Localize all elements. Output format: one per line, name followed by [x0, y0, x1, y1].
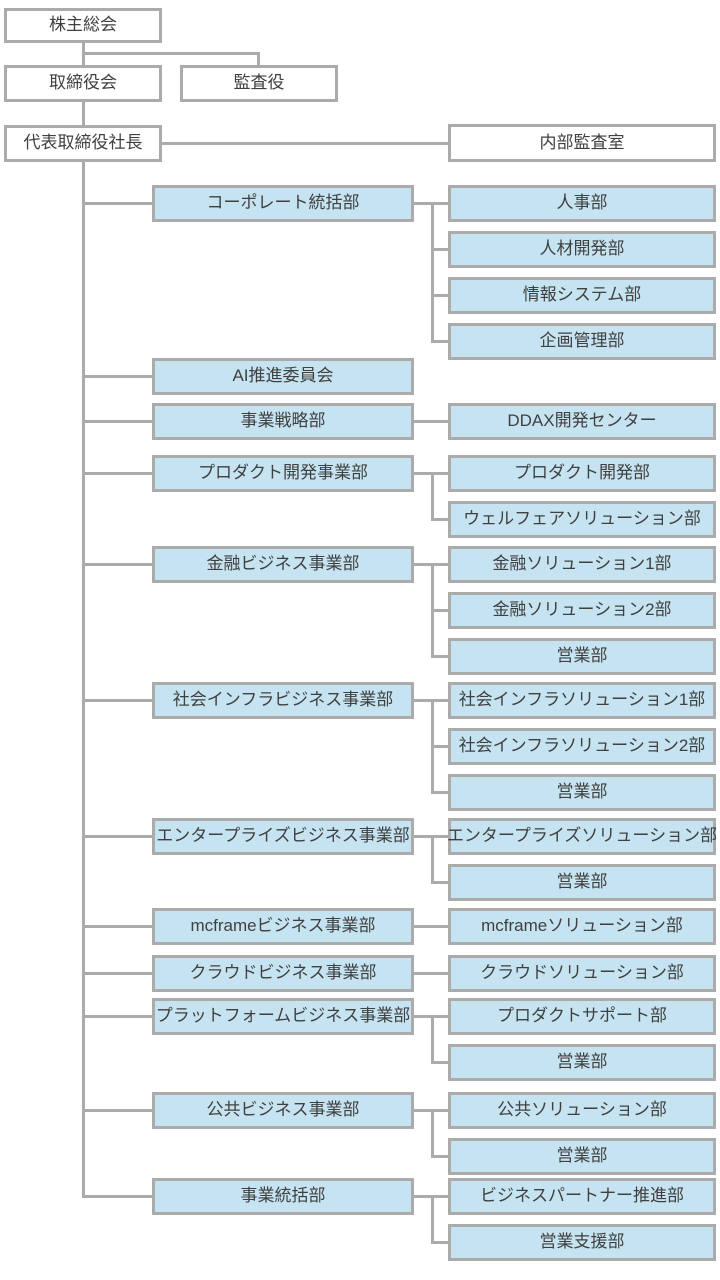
department-box: 営業部 [448, 1044, 716, 1081]
connector-line [162, 142, 448, 145]
connector-line [82, 925, 152, 928]
department-box: エンタープライズソリューション部 [447, 818, 717, 855]
connector-line [431, 791, 448, 794]
division-box: AI推進委員会 [152, 358, 414, 395]
department-box: 公共ソリューション部 [448, 1092, 716, 1129]
node-corporate-auditor: 監査役 [180, 65, 338, 102]
trunk-line [82, 162, 85, 1198]
connector-line [82, 472, 152, 475]
connector-line [431, 1061, 448, 1064]
division-box: 社会インフラビジネス事業部 [152, 682, 414, 719]
connector-line [82, 1195, 152, 1198]
connector-line [82, 1015, 152, 1018]
connector-line [431, 248, 448, 251]
division-box: 金融ビジネス事業部 [152, 546, 414, 583]
connector-line [414, 972, 448, 975]
department-box: プロダクトサポート部 [448, 998, 716, 1035]
connector-line [431, 340, 448, 343]
connector-line [82, 1109, 152, 1112]
department-box: 営業部 [448, 638, 716, 675]
department-box: 営業支援部 [448, 1224, 716, 1261]
connector-line [431, 1241, 448, 1244]
division-box: プロダクト開発事業部 [152, 455, 414, 492]
connector-line [431, 294, 448, 297]
connector-line [431, 835, 434, 884]
department-box: クラウドソリューション部 [448, 955, 716, 992]
connector-line [431, 1155, 448, 1158]
connector-line [82, 972, 152, 975]
department-box: 金融ソリューション2部 [448, 592, 716, 629]
department-box: ウェルフェアソリューション部 [448, 501, 716, 538]
department-box: 情報システム部 [448, 277, 716, 314]
division-box: プラットフォームビジネス事業部 [152, 998, 414, 1035]
connector-line [431, 1195, 434, 1244]
connector-line [82, 835, 152, 838]
connector-line [257, 52, 260, 65]
department-box: 営業部 [448, 1138, 716, 1175]
connector-line [82, 420, 152, 423]
division-box: 事業統括部 [152, 1178, 414, 1215]
connector-line [82, 52, 260, 55]
department-box: 営業部 [448, 774, 716, 811]
department-box: プロダクト開発部 [448, 455, 716, 492]
connector-line [431, 745, 448, 748]
connector-line [82, 375, 152, 378]
department-box: DDAX開発センター [448, 403, 716, 440]
department-box: mcframeソリューション部 [448, 908, 716, 945]
division-box: クラウドビジネス事業部 [152, 955, 414, 992]
connector-line [82, 699, 152, 702]
division-box: コーポレート統括部 [152, 185, 414, 222]
connector-line [431, 655, 448, 658]
node-board-of-directors: 取締役会 [4, 65, 162, 102]
department-box: 金融ソリューション1部 [448, 546, 716, 583]
department-box: 社会インフラソリューション1部 [448, 682, 716, 719]
connector-line [82, 563, 152, 566]
connector-line [431, 518, 448, 521]
connector-line [431, 202, 434, 343]
node-internal-audit-office: 内部監査室 [448, 124, 716, 162]
connector-line [431, 472, 434, 521]
connector-line [414, 925, 448, 928]
node-shareholders-meeting: 株主総会 [4, 8, 162, 43]
connector-line [431, 609, 448, 612]
department-box: ビジネスパートナー推進部 [448, 1178, 716, 1215]
connector-line [414, 420, 448, 423]
department-box: 人材開発部 [448, 231, 716, 268]
connector-line [82, 102, 85, 125]
node-president: 代表取締役社長 [4, 125, 162, 162]
department-box: 人事部 [448, 185, 716, 222]
department-box: 営業部 [448, 864, 716, 901]
division-box: mcframeビジネス事業部 [152, 908, 414, 945]
division-box: 事業戦略部 [152, 403, 414, 440]
connector-line [431, 881, 448, 884]
department-box: 社会インフラソリューション2部 [448, 728, 716, 765]
division-box: 公共ビジネス事業部 [152, 1092, 414, 1129]
connector-line [431, 1109, 434, 1158]
connector-line [431, 1015, 434, 1064]
connector-line [82, 202, 152, 205]
department-box: 企画管理部 [448, 323, 716, 360]
division-box: エンタープライズビジネス事業部 [152, 818, 414, 855]
